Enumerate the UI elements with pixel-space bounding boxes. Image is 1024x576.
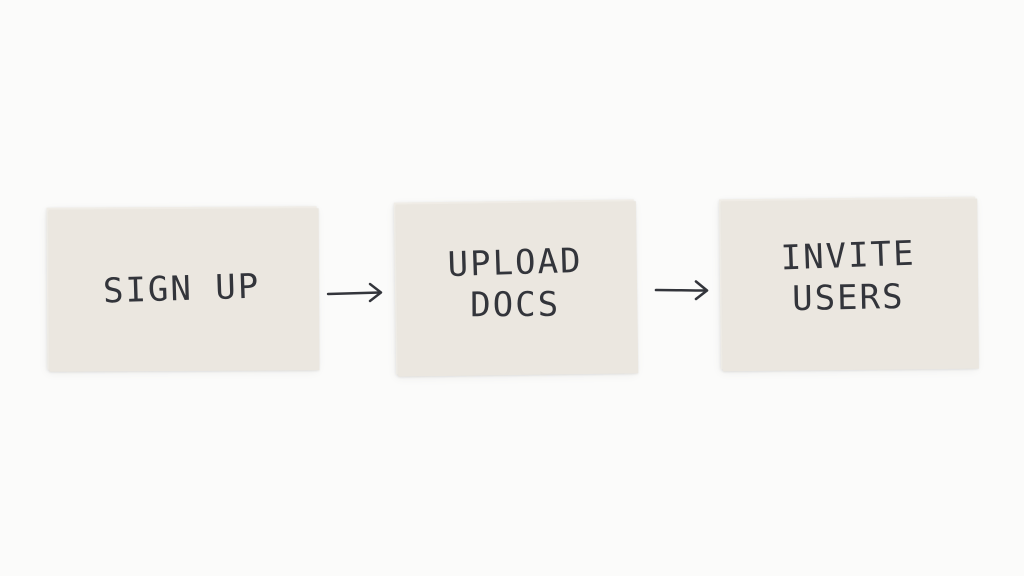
step-card-sign-up: SIGN UP <box>46 206 318 370</box>
step-card-invite-users: INVITE USERS <box>719 196 977 370</box>
arrow-right-icon <box>654 280 709 301</box>
step-label: DOCS <box>470 284 561 326</box>
arrow-right-icon <box>326 282 383 303</box>
step-card-upload-docs: UPLOAD DOCS <box>393 199 637 375</box>
step-label: INVITE <box>779 233 916 279</box>
step-label: USERS <box>791 276 905 320</box>
step-label: SIGN UP <box>102 266 262 312</box>
step-label: UPLOAD <box>446 240 583 286</box>
